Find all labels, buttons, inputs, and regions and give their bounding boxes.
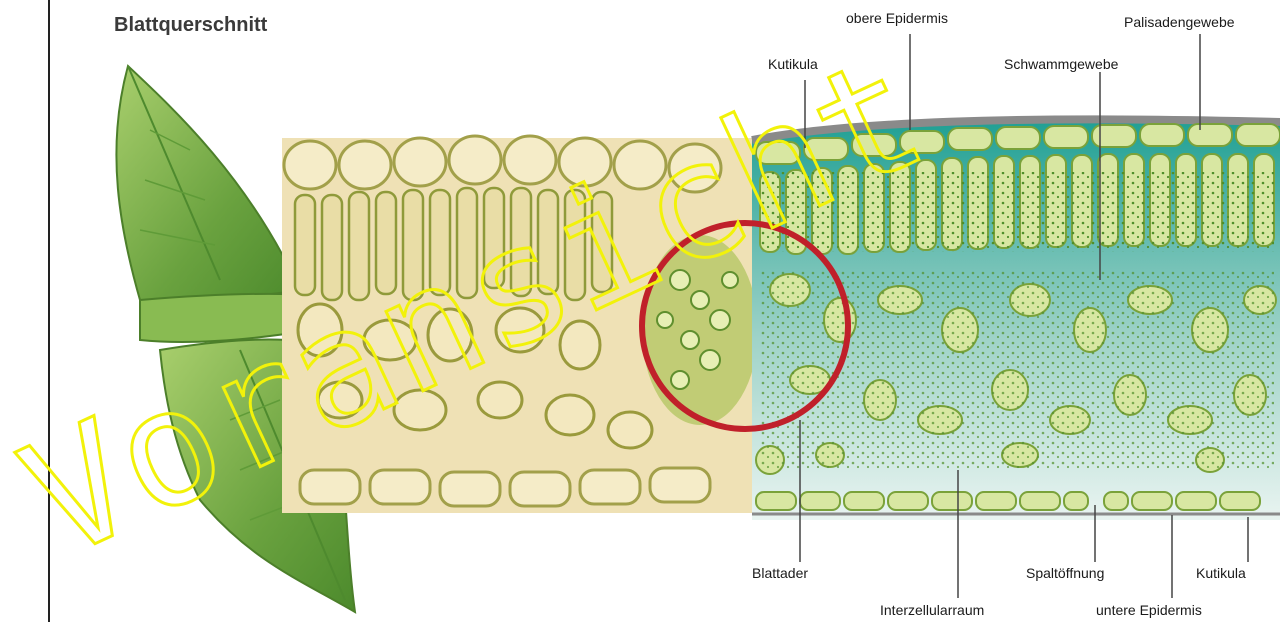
label-obere-epidermis: obere Epidermis: [846, 10, 948, 26]
micrograph-section: [282, 136, 758, 513]
label-spaltoeffnung: Spaltöffnung: [1026, 565, 1104, 581]
label-untere-epidermis: untere Epidermis: [1096, 602, 1202, 618]
label-kutikula-bottom: Kutikula: [1196, 565, 1246, 581]
label-blattader: Blattader: [752, 565, 808, 581]
label-kutikula-top: Kutikula: [768, 56, 818, 72]
schematic-section: [752, 34, 1280, 598]
label-schwammgewebe: Schwammgewebe: [1004, 56, 1118, 72]
label-palisadengewebe: Palisadengewebe: [1124, 14, 1235, 30]
label-interzellularraum: Interzellularraum: [880, 602, 984, 618]
